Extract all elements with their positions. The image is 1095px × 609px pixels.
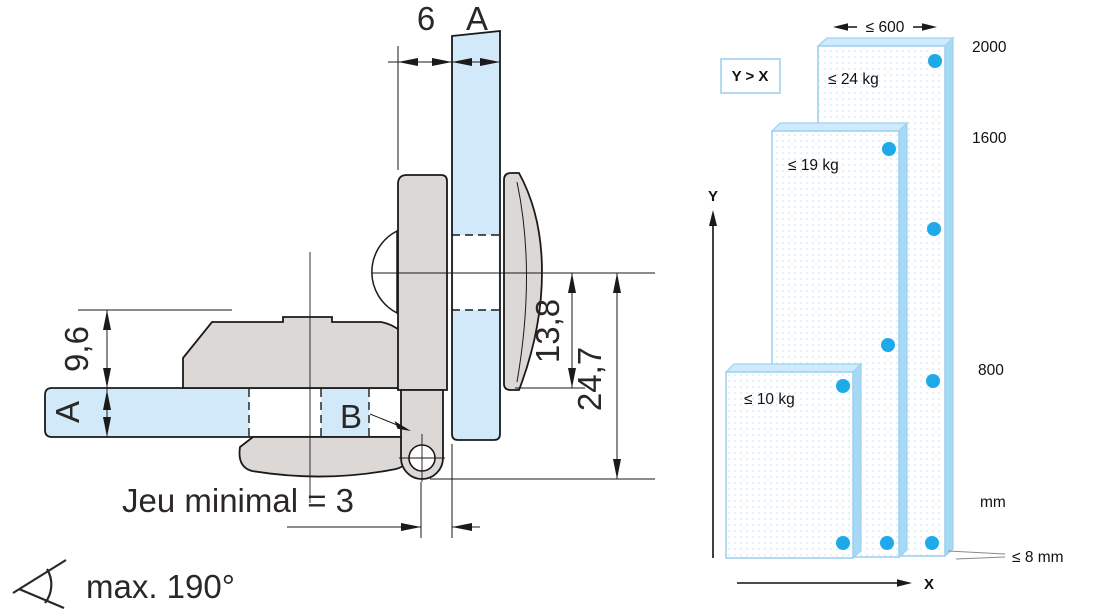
cup-hole-cutout: [453, 235, 499, 310]
dim-arrow: [103, 390, 111, 410]
hinge-dot: [880, 536, 894, 550]
panel-hole-cutout: [249, 389, 321, 436]
hinge-dot: [925, 536, 939, 550]
hinge-cup-flange: [503, 172, 543, 391]
dim-arrow: [103, 417, 111, 437]
dim-arrow: [103, 310, 111, 330]
hinge-dot: [928, 54, 942, 68]
max-width-label: ≤ 600: [866, 19, 905, 36]
door-side-edge: [944, 36, 954, 558]
dim-arrow: [452, 523, 472, 531]
dim-arrow: [401, 523, 421, 531]
cup-rim: [371, 229, 398, 315]
dim-arrow: [452, 58, 472, 66]
hinge-arm: [182, 316, 433, 389]
dim-arrow: [432, 58, 452, 66]
door-side-edge: [898, 121, 908, 559]
height-tick-2000: 2000: [972, 39, 1007, 56]
door-top-edge: [770, 122, 909, 132]
dim-arrow: [480, 58, 500, 66]
dim-arrow: [568, 368, 576, 388]
door-weight-label: ≤ 10 kg: [744, 391, 795, 408]
opening-angle-icon: [12, 559, 67, 609]
width-dimension: ≤ 600: [833, 19, 937, 36]
dim-A-door-label: A: [466, 0, 488, 37]
door-800: ≤ 10 kg: [724, 362, 863, 560]
hinge-dot: [882, 142, 896, 156]
y-axis: Y: [708, 188, 718, 558]
hinge-dot: [926, 374, 940, 388]
door-thickness-label: ≤ 8 mm: [1012, 549, 1064, 566]
opening-angle-label: max. 190°: [86, 568, 235, 605]
door-size-weight-diagram: ≤ 24 kg ≤ 19 kg ≤ 10 kg ≤ 600: [708, 19, 1064, 593]
dim-arrow: [398, 58, 418, 66]
hinge-arm-clamp: [238, 436, 413, 478]
hinge-cross-section-drawing: 6 A 9,6 A 13,8 24,7 B Jeu minimal = 3: [12, 0, 655, 609]
hinge-dot: [927, 222, 941, 236]
door-top-edge: [724, 363, 863, 373]
leader-arrow: [394, 421, 411, 431]
rule-box: Y > X: [720, 58, 781, 94]
pivot-b-label: B: [340, 398, 362, 435]
door-front-face: [725, 371, 854, 559]
dim-6-label: 6: [417, 0, 435, 37]
y-axis-label: Y: [708, 188, 718, 205]
hinge-dot: [836, 536, 850, 550]
dim-138-label: 13,8: [529, 299, 566, 363]
dim-arrow: [568, 273, 576, 293]
min-clearance-label: Jeu minimal = 3: [122, 482, 354, 519]
dim-247-label: 24,7: [571, 347, 608, 411]
hinge-cup-body: [397, 174, 448, 391]
door-side-edge: [852, 362, 862, 560]
unit-label: mm: [980, 494, 1006, 511]
door-weight-label: ≤ 19 kg: [788, 157, 839, 174]
x-axis: X: [737, 576, 934, 593]
height-tick-800: 800: [978, 362, 1004, 379]
dim-arrow: [613, 459, 621, 479]
hinge-dot: [881, 338, 895, 352]
rule-box-label: Y > X: [732, 68, 769, 85]
dim-arrow: [103, 368, 111, 388]
door-weight-label: ≤ 24 kg: [828, 71, 879, 88]
dim-arrow: [613, 273, 621, 293]
hinge-dot: [836, 379, 850, 393]
door-top-edge: [816, 37, 955, 47]
dim-96-label: 9,6: [58, 326, 95, 372]
cup-flange-contour: [516, 181, 527, 383]
height-tick-1600: 1600: [972, 130, 1007, 147]
door-thickness-callout: ≤ 8 mm: [947, 549, 1064, 566]
dim-A-panel-label: A: [49, 401, 86, 423]
x-axis-label: X: [924, 576, 934, 593]
